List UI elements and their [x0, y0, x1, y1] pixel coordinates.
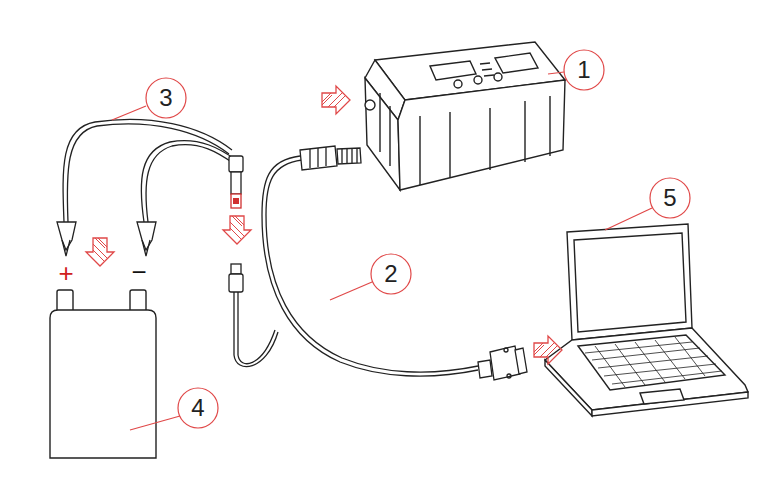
- callout-number: 1: [577, 58, 590, 82]
- polarity-sign: +: [58, 260, 73, 286]
- laptop: [545, 224, 748, 416]
- polarity-sign: −: [131, 259, 146, 285]
- callouts: [112, 50, 690, 430]
- clip-cable: [57, 119, 243, 256]
- callout-number: 4: [191, 396, 204, 420]
- battery: [50, 290, 156, 458]
- flow-arrows: [86, 86, 562, 364]
- communication-cable: [229, 146, 527, 380]
- callout-number: 2: [384, 262, 397, 286]
- callout-number: 3: [159, 86, 172, 110]
- callout-number: 5: [663, 186, 676, 210]
- controller-box: [365, 42, 565, 190]
